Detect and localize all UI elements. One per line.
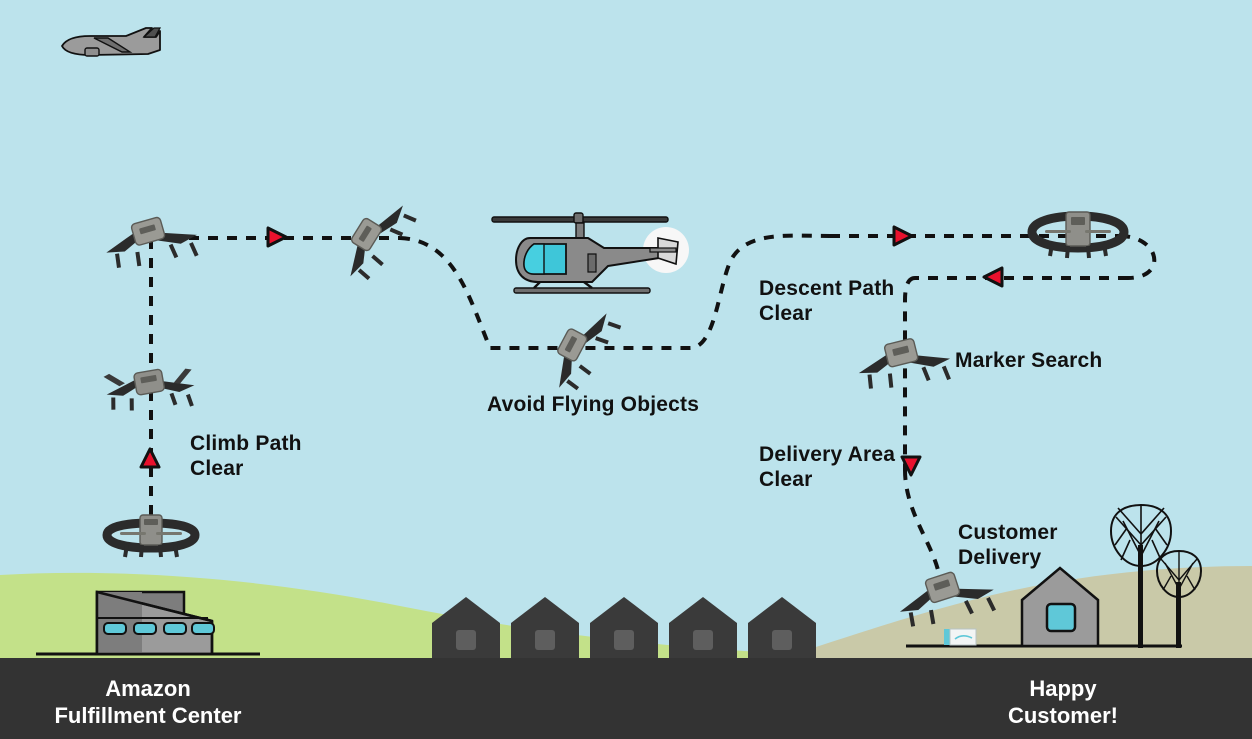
footer-bar — [0, 658, 1252, 739]
house-icon — [590, 597, 658, 670]
direction-marker-icon — [139, 447, 161, 469]
direction-marker-icon — [892, 225, 914, 247]
drone-hovering-icon — [102, 514, 200, 558]
flight-path — [149, 233, 1157, 571]
warehouse-icon — [95, 590, 215, 656]
path-segment-final — [903, 469, 940, 571]
path-segment-descent — [903, 276, 916, 470]
customer-house-icon — [1020, 566, 1100, 648]
package-icon — [944, 628, 977, 646]
path-segment-avoid — [399, 233, 831, 350]
drone-avoiding-icon — [557, 313, 622, 391]
drone-cruising-icon — [106, 216, 199, 268]
direction-marker-icon — [266, 226, 288, 248]
direction-marker-icon — [900, 455, 922, 477]
path-segment-loop — [1119, 234, 1157, 280]
house-icon — [748, 597, 816, 670]
house-icon — [511, 597, 579, 670]
direction-marker-icon — [982, 266, 1004, 288]
warehouse-windows — [103, 622, 215, 635]
house-icon — [669, 597, 737, 670]
airplane-icon — [61, 27, 162, 57]
tree-icon — [1109, 503, 1173, 648]
footer-caption-fulfillment-center: Amazon Fulfillment Center — [54, 676, 242, 728]
drone-cruising-icon — [350, 205, 417, 281]
drone-climbing-icon — [103, 368, 195, 411]
drone-descending-icon — [858, 338, 951, 389]
tree-icon — [1155, 549, 1203, 648]
drone-delivering-icon — [899, 571, 997, 627]
house-icon — [432, 597, 500, 670]
helicopter-skid — [513, 287, 651, 294]
house-row — [432, 597, 816, 670]
helicopter-icon — [491, 212, 689, 294]
drone-hovering-icon — [1027, 211, 1129, 259]
footer-caption-happy-customer: Happy Customer! — [1007, 676, 1118, 728]
